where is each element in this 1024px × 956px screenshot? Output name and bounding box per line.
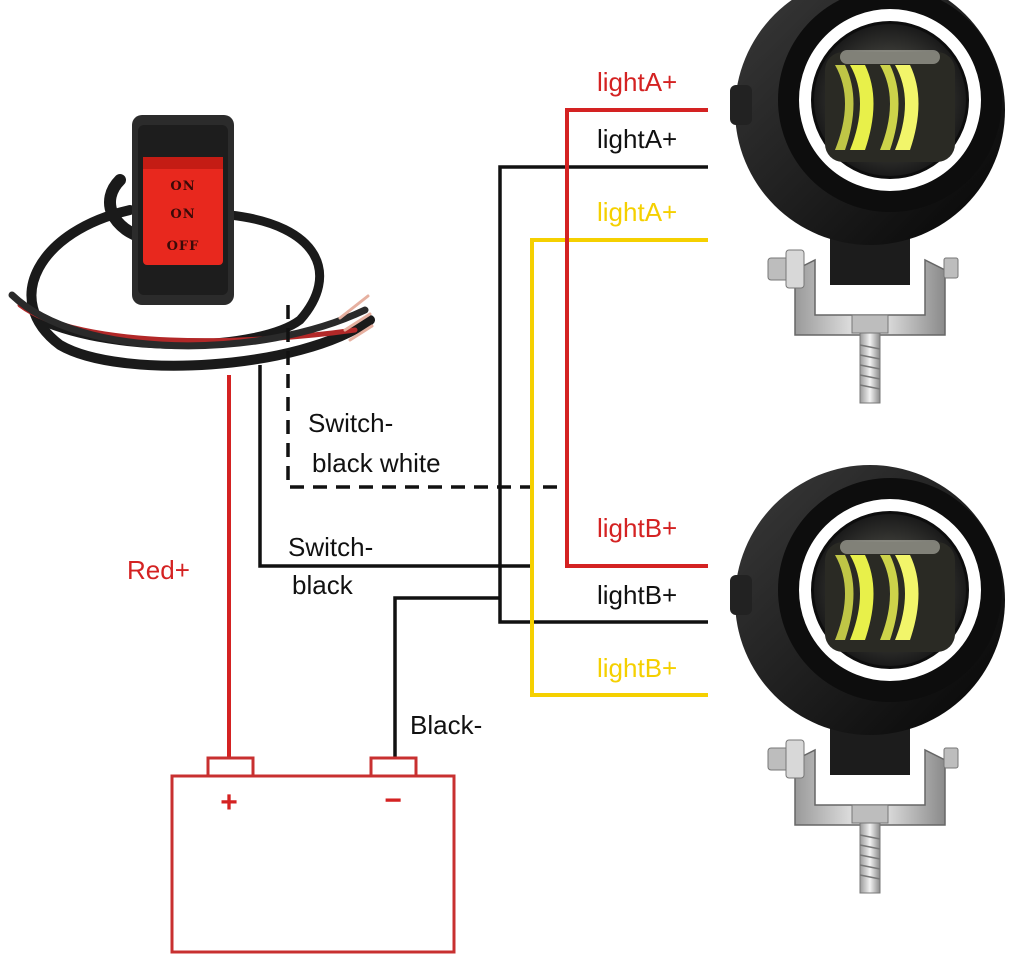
switch-label-on-2: ON [170,207,195,222]
switch-label-on-1: ON [170,179,195,194]
label-red-plus: Red+ [127,555,190,585]
label-light-a-black: lightA+ [597,124,677,154]
battery-positive-sign: + [220,786,238,819]
label-switch-bw-1: Switch- [308,408,393,438]
battery: + − [170,756,456,954]
black-bus-wire [498,165,708,624]
red-bus-wire [565,108,708,568]
rocker-switch: ON ON OFF [8,115,375,371]
label-black-minus: Black- [410,710,482,740]
work-light-b [730,465,1005,893]
label-light-a-yellow: lightA+ [597,197,677,227]
label-switch-black-2: black [292,570,354,600]
label-light-b-black: lightB+ [597,580,677,610]
battery-negative-sign: − [384,784,402,817]
work-light-a [730,0,1005,403]
label-light-a-red: lightA+ [597,67,677,97]
black-minus-wire [393,596,500,758]
label-light-b-yellow: lightB+ [597,653,677,683]
label-switch-black-1: Switch- [288,532,373,562]
switch-black-wire [258,365,532,568]
yellow-bus-wire [530,238,708,697]
switch-black-white-wire [286,305,567,489]
switch-label-off: OFF [167,239,200,254]
label-light-b-red: lightB+ [597,513,677,543]
label-switch-bw-2: black white [312,448,441,478]
